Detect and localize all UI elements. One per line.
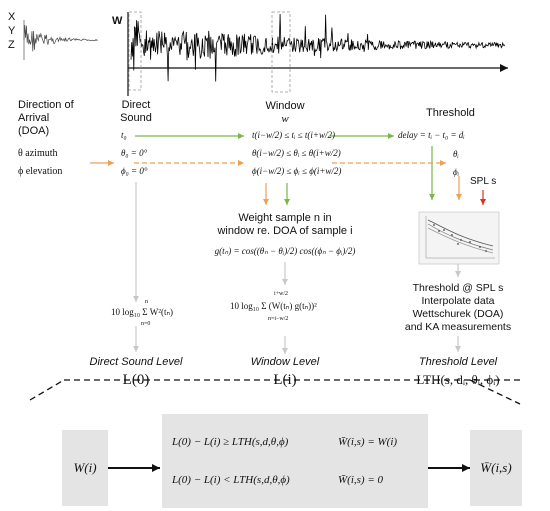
window-level-title: Window Level — [250, 356, 320, 368]
z-axis-label: Z — [8, 39, 15, 51]
window-phi-row: ϕ(i−w/2) ≤ ϕᵢ ≤ ϕ(i+w/2) — [252, 166, 342, 176]
output-box: W̄(i,s) — [470, 430, 522, 506]
window-var: w — [281, 113, 289, 125]
window-t-row: t(i−w/2) ≤ tᵢ ≤ t(i+w/2) — [252, 130, 335, 140]
w-waveform — [127, 11, 508, 96]
direct-phi0: ϕ₀ = 0° — [121, 166, 148, 176]
w-axis-label: W — [112, 15, 123, 27]
gray-arrows — [133, 182, 461, 354]
output-w: W̄(i,s) — [480, 460, 512, 475]
window-marker — [271, 11, 291, 93]
condition-1: L(0) − L(i) ≥ LTH(s,d,θ,ϕ) — [172, 436, 289, 448]
window-g-equation: g(tₙ) = cos((θₙ − θᵢ)/2) cos((ϕₙ − ϕᵢ)/2… — [214, 246, 356, 256]
doa-elevation: ϕ elevation — [18, 166, 63, 177]
axis-labels: X Y Z — [8, 10, 15, 52]
threshold-level-var: LTH(s, dᵢ, θᵢ, ϕᵢ) — [416, 372, 500, 387]
window-title: Window — [265, 100, 305, 112]
direct-level-var: L(0) — [122, 372, 150, 388]
input-w: W(i) — [73, 460, 97, 475]
result-1: W̄(i,s) = W(i) — [338, 436, 398, 448]
window-theta-row: θ(i−w/2) ≤ θᵢ ≤ θ(i+w/2) — [252, 148, 341, 158]
doa-waveform — [23, 20, 98, 60]
threshold-title: Threshold — [426, 107, 475, 119]
orange-arrows — [90, 160, 462, 205]
threshold-delay: delay = tᵢ − t₀ = dᵢ — [398, 130, 465, 140]
result-2: W̄(i,s) = 0 — [338, 474, 383, 486]
input-box: W(i) — [62, 430, 108, 506]
threshold-theta: θᵢ — [453, 149, 459, 159]
y-axis-label: Y — [8, 25, 16, 37]
direct-theta0: θ₀ = 0° — [121, 148, 148, 158]
window-weight-desc: Weight sample n in window re. DOA of sam… — [217, 212, 353, 237]
direct-level-title: Direct Sound Level — [89, 356, 183, 368]
section-divider — [29, 379, 521, 405]
decision-box: L(0) − L(i) ≥ LTH(s,d,θ,ϕ) W̄(i,s) = W(i… — [162, 414, 428, 508]
x-axis-label: X — [8, 11, 16, 23]
threshold-desc: Threshold @ SPL s Interpolate data Wetts… — [404, 282, 512, 333]
threshold-chart-thumbnail — [418, 211, 500, 265]
threshold-level-title: Threshold Level — [418, 356, 498, 368]
direct-window-marker — [128, 11, 142, 91]
threshold-phi: ϕᵢ — [453, 167, 460, 177]
direct-title: Direct Sound — [120, 99, 152, 124]
green-arrows — [135, 133, 435, 205]
threshold-spl: SPL s — [470, 176, 497, 187]
window-level-var: L(i) — [273, 372, 297, 388]
direct-t0: t₀ — [121, 130, 127, 140]
doa-azimuth: θ azimuth — [18, 148, 58, 159]
condition-2: L(0) − L(i) < LTH(s,d,θ,ϕ) — [172, 474, 290, 486]
doa-title: Direction of Arrival (DOA) — [18, 99, 74, 137]
